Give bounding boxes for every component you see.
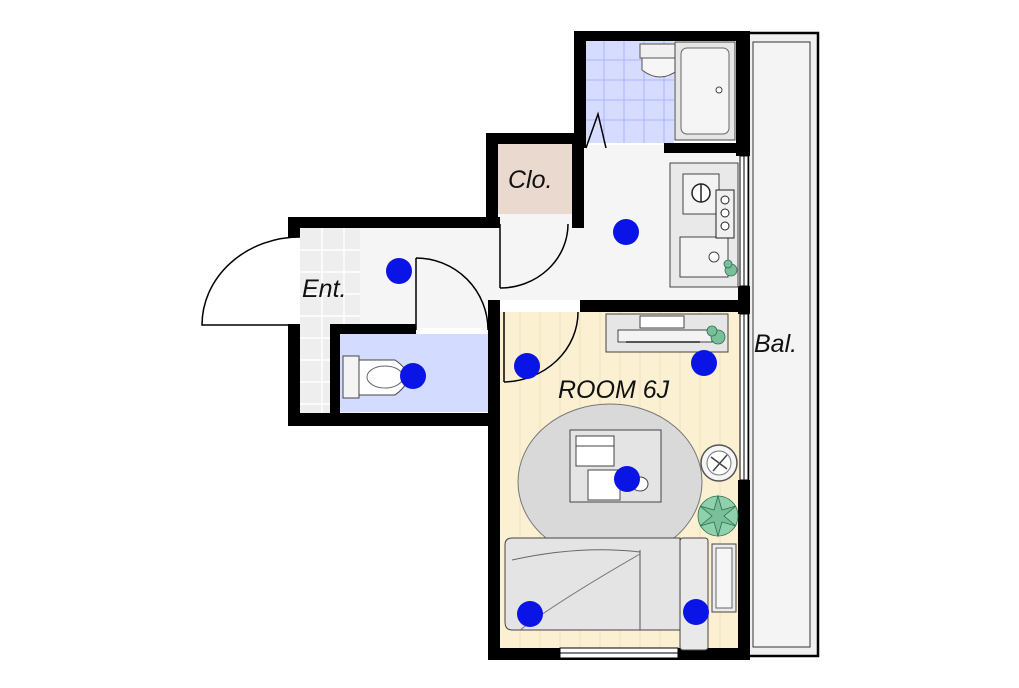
bathroom-folding-door xyxy=(585,111,607,149)
tv-stand-marker[interactable] xyxy=(691,350,717,376)
closet-label: Clo. xyxy=(508,166,552,194)
hallway-floor xyxy=(360,228,500,328)
balcony-rail xyxy=(752,41,811,648)
entrance-tile-grid xyxy=(300,228,360,413)
kitchen-plant-icon xyxy=(723,259,738,277)
toilet-door xyxy=(415,257,489,331)
toilet-marker[interactable] xyxy=(400,363,426,389)
floor-fan-icon xyxy=(700,444,738,482)
room-door-marker[interactable] xyxy=(514,353,540,379)
closet-floor xyxy=(496,144,572,214)
walls xyxy=(288,31,750,660)
low-table-icon xyxy=(569,429,662,503)
toilet-icon xyxy=(342,355,408,399)
kitchen-marker[interactable] xyxy=(613,219,639,245)
closet-door xyxy=(499,223,569,289)
markers xyxy=(386,219,717,627)
potted-plant-icon xyxy=(697,494,739,538)
table-marker[interactable] xyxy=(614,466,640,492)
side-shelf-icon xyxy=(711,543,737,613)
tv-stand-plant-icon xyxy=(706,325,726,345)
room-label: ROOM 6J xyxy=(558,376,670,404)
washbasin-icon xyxy=(639,43,681,78)
entrance-label: Ent. xyxy=(302,275,346,303)
bedside-marker[interactable] xyxy=(683,599,709,625)
entrance-hall-marker[interactable] xyxy=(386,258,412,284)
bed-marker[interactable] xyxy=(517,601,543,627)
room-door xyxy=(503,311,579,383)
entrance-door xyxy=(201,236,301,326)
bathtub-icon xyxy=(674,41,736,141)
stove-icon xyxy=(715,189,735,239)
balcony-label: Bal. xyxy=(754,330,797,358)
